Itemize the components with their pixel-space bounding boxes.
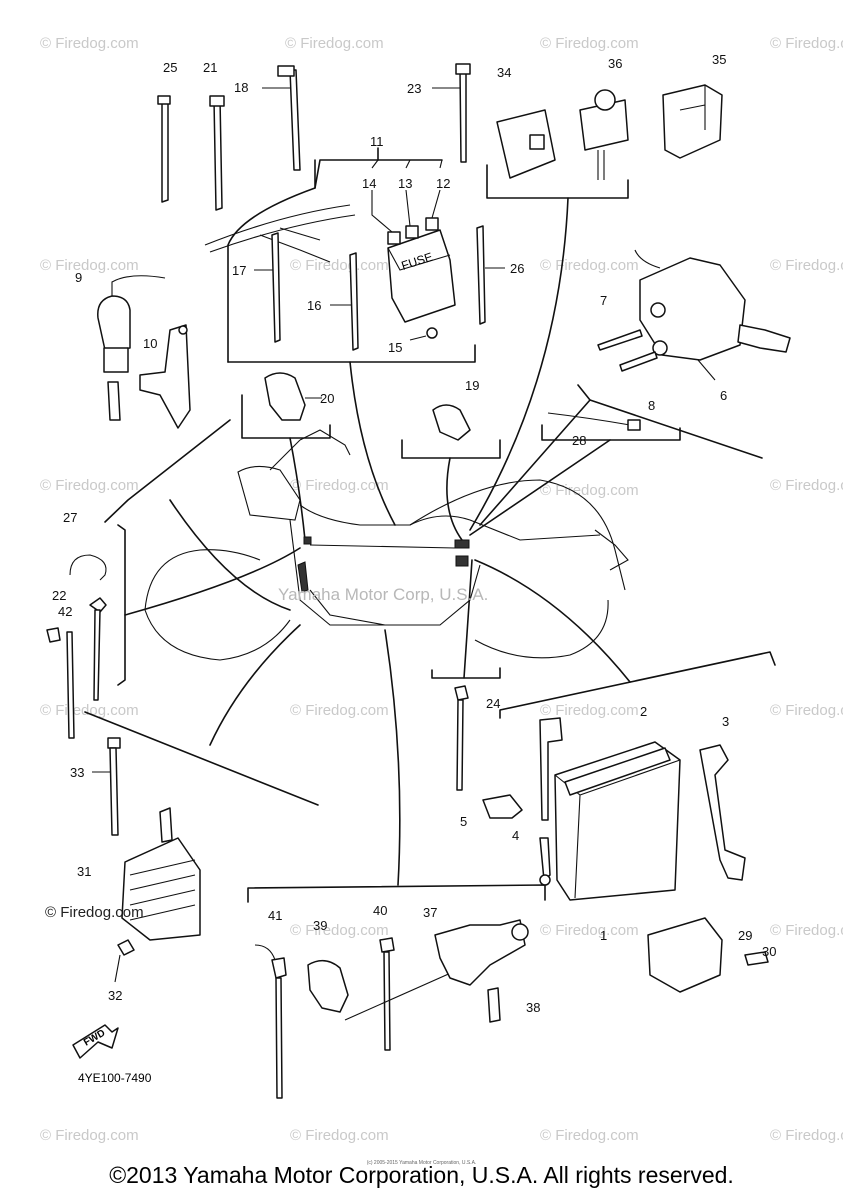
watermark: © Firedog.com	[40, 35, 139, 52]
part-label-27: 27	[63, 510, 77, 525]
left-parts: FWD	[46, 275, 201, 1059]
part-labels: 1 2 3 4 5 6 7 8 9 10 11 12 13 14 15 16 1…	[52, 52, 776, 1015]
part-label-1: 1	[600, 928, 607, 943]
clamps	[264, 372, 641, 441]
part-label-14: 14	[362, 176, 376, 191]
part-label-2: 2	[640, 704, 647, 719]
tiny-copyright: (c) 2005-2015 Yamaha Motor Corporation, …	[366, 1160, 477, 1166]
part-label-23: 23	[407, 81, 421, 96]
watermark: © Firedog.com	[770, 922, 843, 939]
watermark: © Firedog.com	[285, 35, 384, 52]
part-label-31: 31	[77, 864, 91, 879]
part-label-40: 40	[373, 903, 387, 918]
part-label-22: 22	[52, 588, 66, 603]
part-label-19: 19	[465, 378, 479, 393]
part-label-16: 16	[307, 298, 321, 313]
part-label-42: 42	[58, 604, 72, 619]
part-label-3: 3	[722, 714, 729, 729]
watermark: © Firedog.com	[770, 702, 843, 719]
part-label-18: 18	[234, 80, 248, 95]
watermark-grid: © Firedog.com © Firedog.com © Firedog.co…	[40, 35, 843, 1144]
part-label-13: 13	[398, 176, 412, 191]
part-label-21: 21	[203, 60, 217, 75]
center-watermark: Yamaha Motor Corp, U.S.A.	[278, 585, 488, 604]
watermark: © Firedog.com	[540, 922, 639, 939]
part-label-39: 39	[313, 918, 327, 933]
part-label-25: 25	[163, 60, 177, 75]
watermark: © Firedog.com	[40, 702, 139, 719]
part-label-34: 34	[497, 65, 511, 80]
part-label-4: 4	[512, 828, 519, 843]
part-label-37: 37	[423, 905, 437, 920]
part-label-33: 33	[70, 765, 84, 780]
watermark: © Firedog.com	[290, 1127, 389, 1144]
part-label-9: 9	[75, 270, 82, 285]
watermark: © Firedog.com	[540, 482, 639, 499]
watermark: © Firedog.com	[40, 257, 139, 274]
ties-top	[157, 63, 471, 211]
part-label-17: 17	[232, 263, 246, 278]
part-label-6: 6	[720, 388, 727, 403]
watermark: © Firedog.com	[290, 702, 389, 719]
battery-group	[454, 685, 769, 993]
watermark: © Firedog.com	[40, 477, 139, 494]
part-label-32: 32	[108, 988, 122, 1003]
watermark: © Firedog.com	[770, 35, 843, 52]
part-label-15: 15	[388, 340, 402, 355]
part-label-30: 30	[762, 944, 776, 959]
part-label-29: 29	[738, 928, 752, 943]
watermark: © Firedog.com	[290, 477, 389, 494]
relay-group	[469, 84, 723, 531]
part-label-38: 38	[526, 1000, 540, 1015]
part-label-35: 35	[712, 52, 726, 67]
part-label-5: 5	[460, 814, 467, 829]
watermark: © Firedog.com	[540, 35, 639, 52]
part-label-24: 24	[486, 696, 500, 711]
watermark: © Firedog.com	[40, 1127, 139, 1144]
watermark: © Firedog.com	[770, 257, 843, 274]
ignition-switch	[597, 249, 791, 381]
callout-lines	[84, 361, 776, 903]
part-label-26: 26	[510, 261, 524, 276]
watermark: © Firedog.com	[290, 257, 389, 274]
part-label-28: 28	[572, 433, 586, 448]
fuse-group: FUSE	[204, 147, 505, 363]
part-label-7: 7	[600, 293, 607, 308]
diagram-code: 4YE100-7490	[78, 1071, 152, 1085]
part-label-20: 20	[320, 391, 334, 406]
watermark: © Firedog.com	[540, 702, 639, 719]
part-label-12: 12	[436, 176, 450, 191]
watermark: © Firedog.com	[770, 1127, 843, 1144]
watermark-dark: © Firedog.com	[45, 904, 144, 921]
part-label-41: 41	[268, 908, 282, 923]
part-label-11: 11	[370, 134, 384, 149]
watermark: © Firedog.com	[540, 1127, 639, 1144]
bottom-group	[254, 919, 529, 1099]
watermark: © Firedog.com	[770, 477, 843, 494]
watermark: © Firedog.com	[540, 257, 639, 274]
watermark: © Firedog.com	[290, 922, 389, 939]
part-label-36: 36	[608, 56, 622, 71]
copyright-notice: ©2013 Yamaha Motor Corporation, U.S.A. A…	[109, 1162, 734, 1188]
part-label-8: 8	[648, 398, 655, 413]
motorcycle-outline: Yamaha Motor Corp, U.S.A.	[144, 429, 629, 661]
part-label-10: 10	[143, 336, 157, 351]
